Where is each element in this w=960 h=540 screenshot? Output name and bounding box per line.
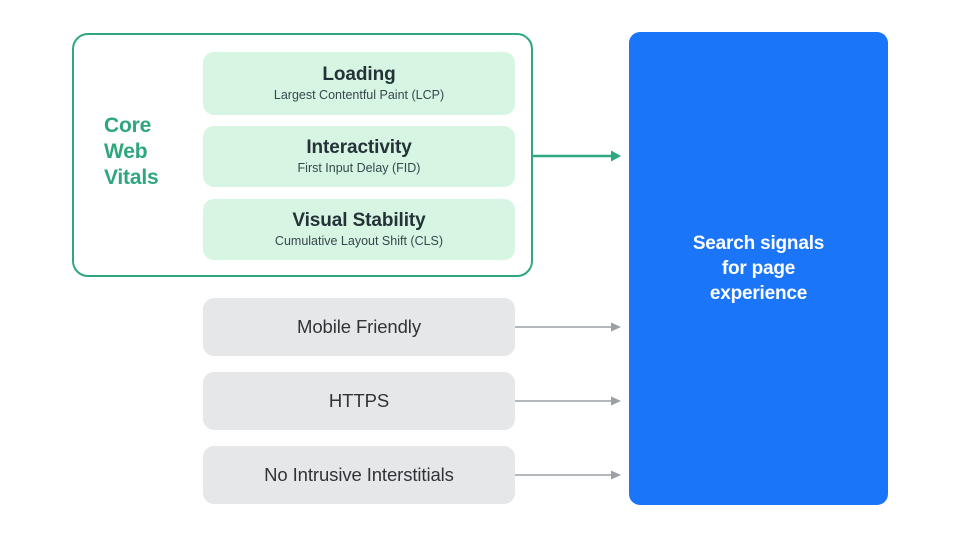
metric-subtitle: First Input Delay (FID) <box>297 161 421 175</box>
signal-card-mobile-friendly[interactable]: Mobile Friendly <box>203 298 515 356</box>
metric-card-loading[interactable]: Loading Largest Contentful Paint (LCP) <box>203 52 515 115</box>
search-signals-panel[interactable]: Search signals for page experience <box>629 32 888 505</box>
signal-label: No Intrusive Interstitials <box>264 464 454 485</box>
metric-title: Loading <box>322 64 396 85</box>
metric-subtitle: Cumulative Layout Shift (CLS) <box>274 234 444 248</box>
signal-label: HTTPS <box>328 390 390 411</box>
no-intrusive-interstitials-arrow-icon <box>515 470 621 480</box>
metric-subtitle: Largest Contentful Paint (LCP) <box>273 88 445 102</box>
core-web-vitals-group <box>72 33 533 277</box>
core-web-vitals-group-label: Core Web Vitals <box>104 113 196 191</box>
mobile-friendly-arrow-icon <box>515 322 621 332</box>
metric-title: Interactivity <box>306 137 412 158</box>
core-web-vitals-arrow-icon <box>533 150 621 162</box>
signal-card-no-intrusive-interstitials[interactable]: No Intrusive Interstitials <box>203 446 515 504</box>
core-web-vitals-label-line-1: Core <box>104 114 152 137</box>
signal-label: Mobile Friendly <box>297 316 421 337</box>
search-signals-panel-text: Search signals for page experience <box>692 233 825 304</box>
metric-title: Visual Stability <box>292 210 426 231</box>
metric-card-interactivity[interactable]: Interactivity First Input Delay (FID) <box>203 126 515 187</box>
metric-card-visual-stability[interactable]: Visual Stability Cumulative Layout Shift… <box>203 199 515 260</box>
signal-card-https[interactable]: HTTPS <box>203 372 515 430</box>
https-arrow-icon <box>515 396 621 406</box>
core-web-vitals-label-line-3: Vitals <box>104 166 159 189</box>
core-web-vitals-label-line-2: Web <box>104 140 148 163</box>
